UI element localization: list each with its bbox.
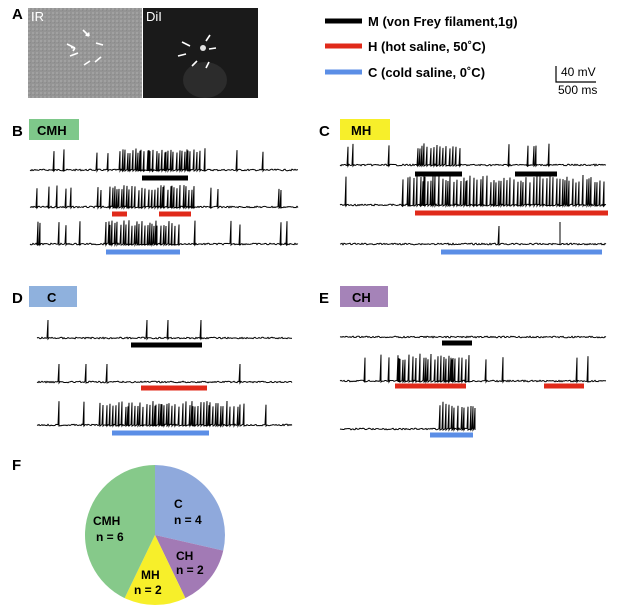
legend-label-c: C (cold saline, 0˚C) [368,65,485,80]
pie-count-c: n = 4 [174,513,202,527]
pie-label-ch: CH [176,549,193,563]
pie-slice-mh [124,535,186,606]
dii-arrows [177,34,217,69]
trace-d-c [36,400,293,428]
trace-e-m [339,335,607,339]
pie-count-cmh: n = 6 [96,530,124,544]
scale-bar [555,66,596,83]
trace-b-h [29,185,299,210]
trace-e-c [339,401,476,432]
tag-mh-label: MH [351,123,371,138]
trace-d-h [36,363,293,385]
pie-label-cmh: CMH [93,514,120,528]
tag-c [29,286,77,307]
trace-e-h [339,353,607,384]
legend-label-h: H (hot saline, 50˚C) [368,39,486,54]
panel-letter-d: D [12,290,23,307]
pie-slice-cmh [84,465,155,599]
trace-c-h [339,174,607,208]
pie-label-mh: MH [141,568,160,582]
trace-c-m [339,143,607,168]
panel-letter-a: A [12,6,23,23]
pie-count-ch: n = 2 [176,563,204,577]
trace-c-c [339,225,607,246]
pie-slice-c [155,465,225,551]
ir-arrows [66,29,104,66]
panel-letter-e: E [319,290,329,307]
tag-ch-label: CH [352,290,371,305]
panel-letter-f: F [12,457,21,474]
trace-b-m [29,148,299,173]
pie-label-c: C [174,497,183,511]
tag-cmh [29,119,79,140]
legend-label-m: M (von Frey filament,1g) [368,14,518,29]
tag-c-label: C [47,290,57,305]
ir-image-label: IR [31,9,44,24]
tag-cmh-label: CMH [37,123,67,138]
panel-letter-c: C [319,123,330,140]
pie-count-mh: n = 2 [134,583,162,597]
scale-voltage: 40 mV [561,65,596,79]
panel-letter-b: B [12,123,23,140]
trace-b-c [29,220,299,247]
tag-ch [340,286,388,307]
trace-d-m [36,319,293,341]
tag-mh [340,119,390,140]
dii-image-label: DiI [146,9,162,24]
scale-time: 500 ms [558,83,597,97]
pie-slice-ch [155,535,224,599]
